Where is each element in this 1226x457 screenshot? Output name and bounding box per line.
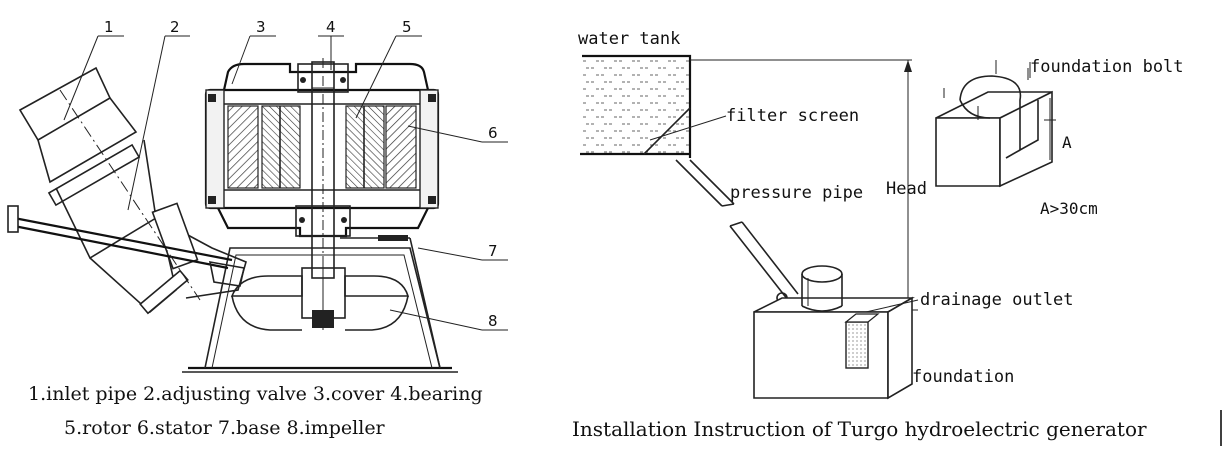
water-tank-drawing xyxy=(580,54,912,158)
callout-6: 6 xyxy=(488,124,498,142)
legend-line-2: 5.rotor 6.stator 7.base 8.impeller xyxy=(64,417,386,439)
drainage-outlet-label: drainage outlet xyxy=(920,290,1074,310)
foundation-label: foundation xyxy=(912,367,1014,387)
callout-3: 3 xyxy=(256,18,266,36)
foundation-drawing xyxy=(753,265,915,400)
callout-7: 7 xyxy=(488,242,498,260)
water-tank-label: water tank xyxy=(578,29,680,49)
inlet-pipe-drawing xyxy=(7,66,247,315)
dimension-a-label: A xyxy=(1062,133,1072,152)
foundation-bolt-label: foundation bolt xyxy=(1030,57,1184,77)
callout-4: 4 xyxy=(326,18,336,36)
impeller-drawing xyxy=(230,262,410,331)
pressure-pipe-drawing xyxy=(675,159,799,304)
callout-8: 8 xyxy=(488,312,498,330)
legend-line-1: 1.inlet pipe 2.adjusting valve 3.cover 4… xyxy=(28,383,483,405)
base-drawing xyxy=(182,235,458,373)
installation-caption: Installation Instruction of Turgo hydroe… xyxy=(572,417,1147,441)
head-label: Head xyxy=(886,179,927,199)
generator-section-drawing: 1 2 3 4 5 6 7 8 1.inlet pipe 2.adjusting… xyxy=(7,18,508,439)
installation-drawing: water tank filter screen pressure pipe H… xyxy=(572,29,1222,446)
callout-5: 5 xyxy=(402,18,412,36)
generator-housing-drawing xyxy=(204,58,440,282)
foundation-bolt-detail xyxy=(935,60,1056,188)
pressure-pipe-label: pressure pipe xyxy=(730,183,863,203)
filter-screen-label: filter screen xyxy=(726,106,859,126)
callout-2: 2 xyxy=(170,18,180,36)
callout-1: 1 xyxy=(104,18,114,36)
a-condition-label: A>30cm xyxy=(1040,199,1098,218)
callout-leaders xyxy=(63,35,508,331)
